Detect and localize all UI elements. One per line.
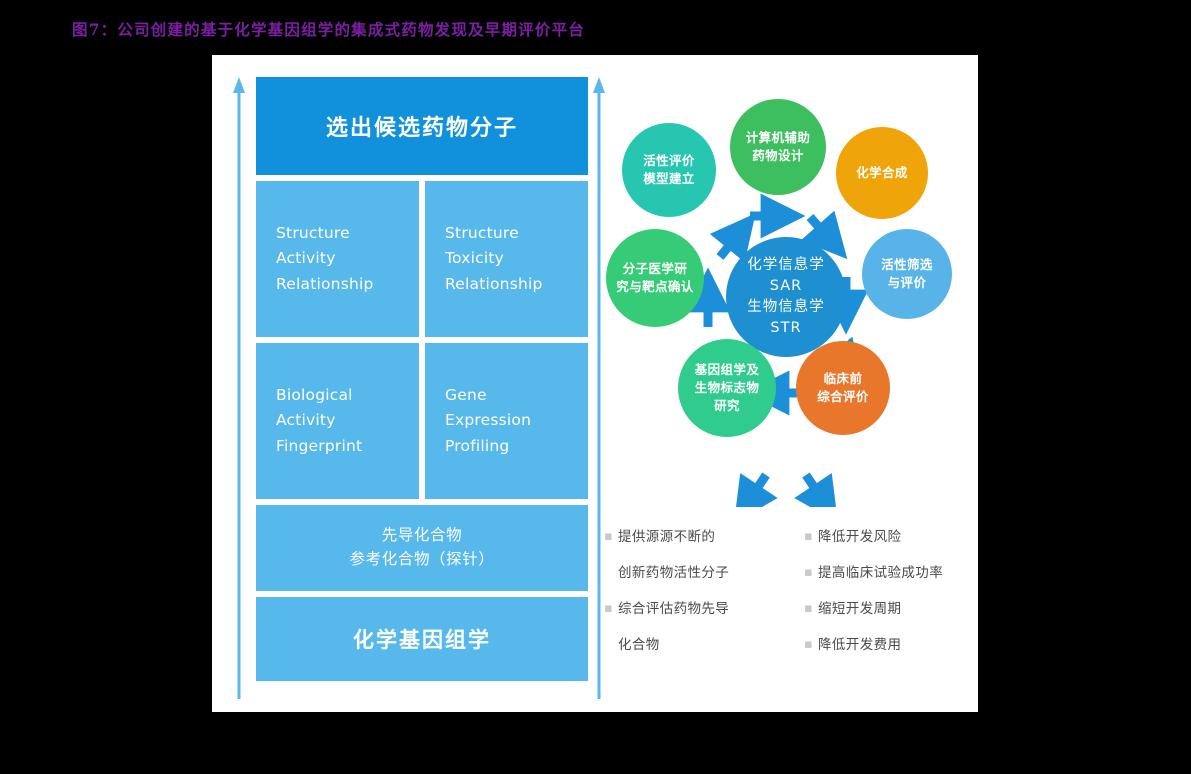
bullet-icon: ▪ [604, 529, 613, 544]
node-molecular-medicine-target-validation[interactable]: 分子医学研 究与靶点确认 [606, 229, 704, 327]
box-label: 化学基因组学 [353, 628, 491, 652]
benefit-item: ▪ 提供源源不断的 [604, 527, 780, 549]
arrow-outflow-left [734, 472, 778, 507]
box-structure-activity-relationship[interactable]: Structure Activity Relationship [256, 181, 419, 337]
benefit-text: 创新药物活性分子 [618, 564, 730, 581]
benefit-item: ▪ 综合评估药物先导 [604, 599, 780, 621]
box-label: Biological Activity Fingerprint [276, 386, 363, 455]
benefit-item: ▪ 缩短开发周期 [804, 599, 984, 621]
box-label: Gene Expression Profiling [445, 386, 532, 455]
box-biological-activity-fingerprint[interactable]: Biological Activity Fingerprint [256, 343, 419, 499]
arrow-upper-right-down [800, 210, 848, 260]
up-arrow-right-icon [593, 77, 605, 699]
node-label: 分子医学研 究与靶点确认 [616, 261, 694, 294]
benefit-text: 提供源源不断的 [618, 529, 716, 545]
node-activity-evaluation-model[interactable]: 活性评价 模型建立 [622, 123, 716, 217]
benefits-column-right: ▪ 降低开发风险 ▪ 提高临床试验成功率 ▪ 缩短开发周期 ▪ 降低开发费用 [804, 527, 984, 670]
benefit-item: ▪ 提高临床试验成功率 [804, 563, 984, 585]
node-chemical-synthesis[interactable]: 化学合成 [836, 127, 928, 219]
node-label: 化学合成 [856, 165, 908, 181]
benefit-item: ▪ 降低开发费用 [804, 635, 984, 657]
box-candidate-molecule[interactable]: 选出候选药物分子 [256, 77, 588, 175]
process-box-stack: 选出候选药物分子 Structure Activity Relationship… [256, 77, 588, 699]
bullet-icon: ▪ [604, 600, 613, 616]
bullet-icon: ▪ [804, 564, 813, 580]
box-label: 先导化合物 参考化合物（探针） [349, 526, 495, 568]
node-genomics-biomarker-research[interactable]: 基因组学及 生物标志物 研究 [678, 339, 776, 437]
figure-canvas: 选出候选药物分子 Structure Activity Relationship… [212, 55, 978, 712]
benefit-item: ▪ 降低开发风险 [804, 527, 984, 549]
figure-caption: 图7：公司创建的基于化学基因组学的集成式药物发现及早期评价平台 [72, 20, 585, 39]
box-label: Structure Toxicity Relationship [445, 224, 543, 293]
node-preclinical-comprehensive-evaluation[interactable]: 临床前 综合评价 [796, 341, 890, 435]
box-label: 选出候选药物分子 [325, 116, 518, 141]
node-label: 化学信息学 SAR 生物信息学 STR [747, 256, 825, 337]
box-chemical-genomics[interactable]: 化学基因组学 [256, 597, 588, 681]
up-arrow-left-icon [233, 77, 245, 699]
arrow-upper-left-up [709, 213, 756, 263]
node-label: 活性评价 模型建立 [643, 153, 695, 186]
arrow-outflow-right [794, 472, 838, 507]
benefits-column-left: ▪ 提供源源不断的 ▪ 创新药物活性分子 ▪ 综合评估药物先导 ▪ 化合物 [604, 527, 780, 670]
benefit-item: ▪ 化合物 [604, 635, 780, 657]
benefit-text: 提高临床试验成功率 [818, 564, 944, 581]
box-lead-compound[interactable]: 先导化合物 参考化合物（探针） [256, 505, 588, 591]
benefit-text: 化合物 [618, 636, 660, 653]
box-structure-toxicity-relationship[interactable]: Structure Toxicity Relationship [425, 181, 588, 337]
node-computer-aided-drug-design[interactable]: 计算机辅助 药物设计 [730, 99, 826, 195]
benefit-text: 缩短开发周期 [818, 600, 902, 617]
benefit-text: 降低开发风险 [818, 529, 902, 545]
box-gene-expression-profiling[interactable]: Gene Expression Profiling [425, 343, 588, 499]
benefits-list: ▪ 提供源源不断的 ▪ 创新药物活性分子 ▪ 综合评估药物先导 ▪ 化合物 ▪ … [604, 527, 984, 670]
box-row-profiling: Biological Activity Fingerprint Gene Exp… [256, 343, 588, 499]
left-pillar: 选出候选药物分子 Structure Activity Relationship… [230, 77, 608, 699]
node-label: 计算机辅助 药物设计 [745, 130, 811, 163]
cycle-diagram: 化学信息学 SAR 生物信息学 STR 计算机辅助 药物设计 化学合成 活性筛选… [598, 77, 978, 507]
box-row-relationships: Structure Activity Relationship Structur… [256, 181, 588, 337]
node-label: 活性筛选 与评价 [881, 257, 933, 290]
node-core-informatics[interactable]: 化学信息学 SAR 生物信息学 STR [726, 237, 846, 357]
node-activity-screening-evaluation[interactable]: 活性筛选 与评价 [862, 229, 952, 319]
benefit-item: ▪ 创新药物活性分子 [604, 563, 780, 585]
box-label: Structure Activity Relationship [276, 224, 374, 293]
node-label: 临床前 综合评价 [817, 371, 869, 404]
bullet-icon: ▪ [804, 529, 813, 544]
bullet-icon: ▪ [804, 636, 813, 652]
node-label: 基因组学及 生物标志物 研究 [694, 362, 760, 413]
benefit-text: 综合评估药物先导 [618, 600, 730, 617]
benefit-text: 降低开发费用 [818, 636, 902, 653]
bullet-icon: ▪ [804, 600, 813, 616]
